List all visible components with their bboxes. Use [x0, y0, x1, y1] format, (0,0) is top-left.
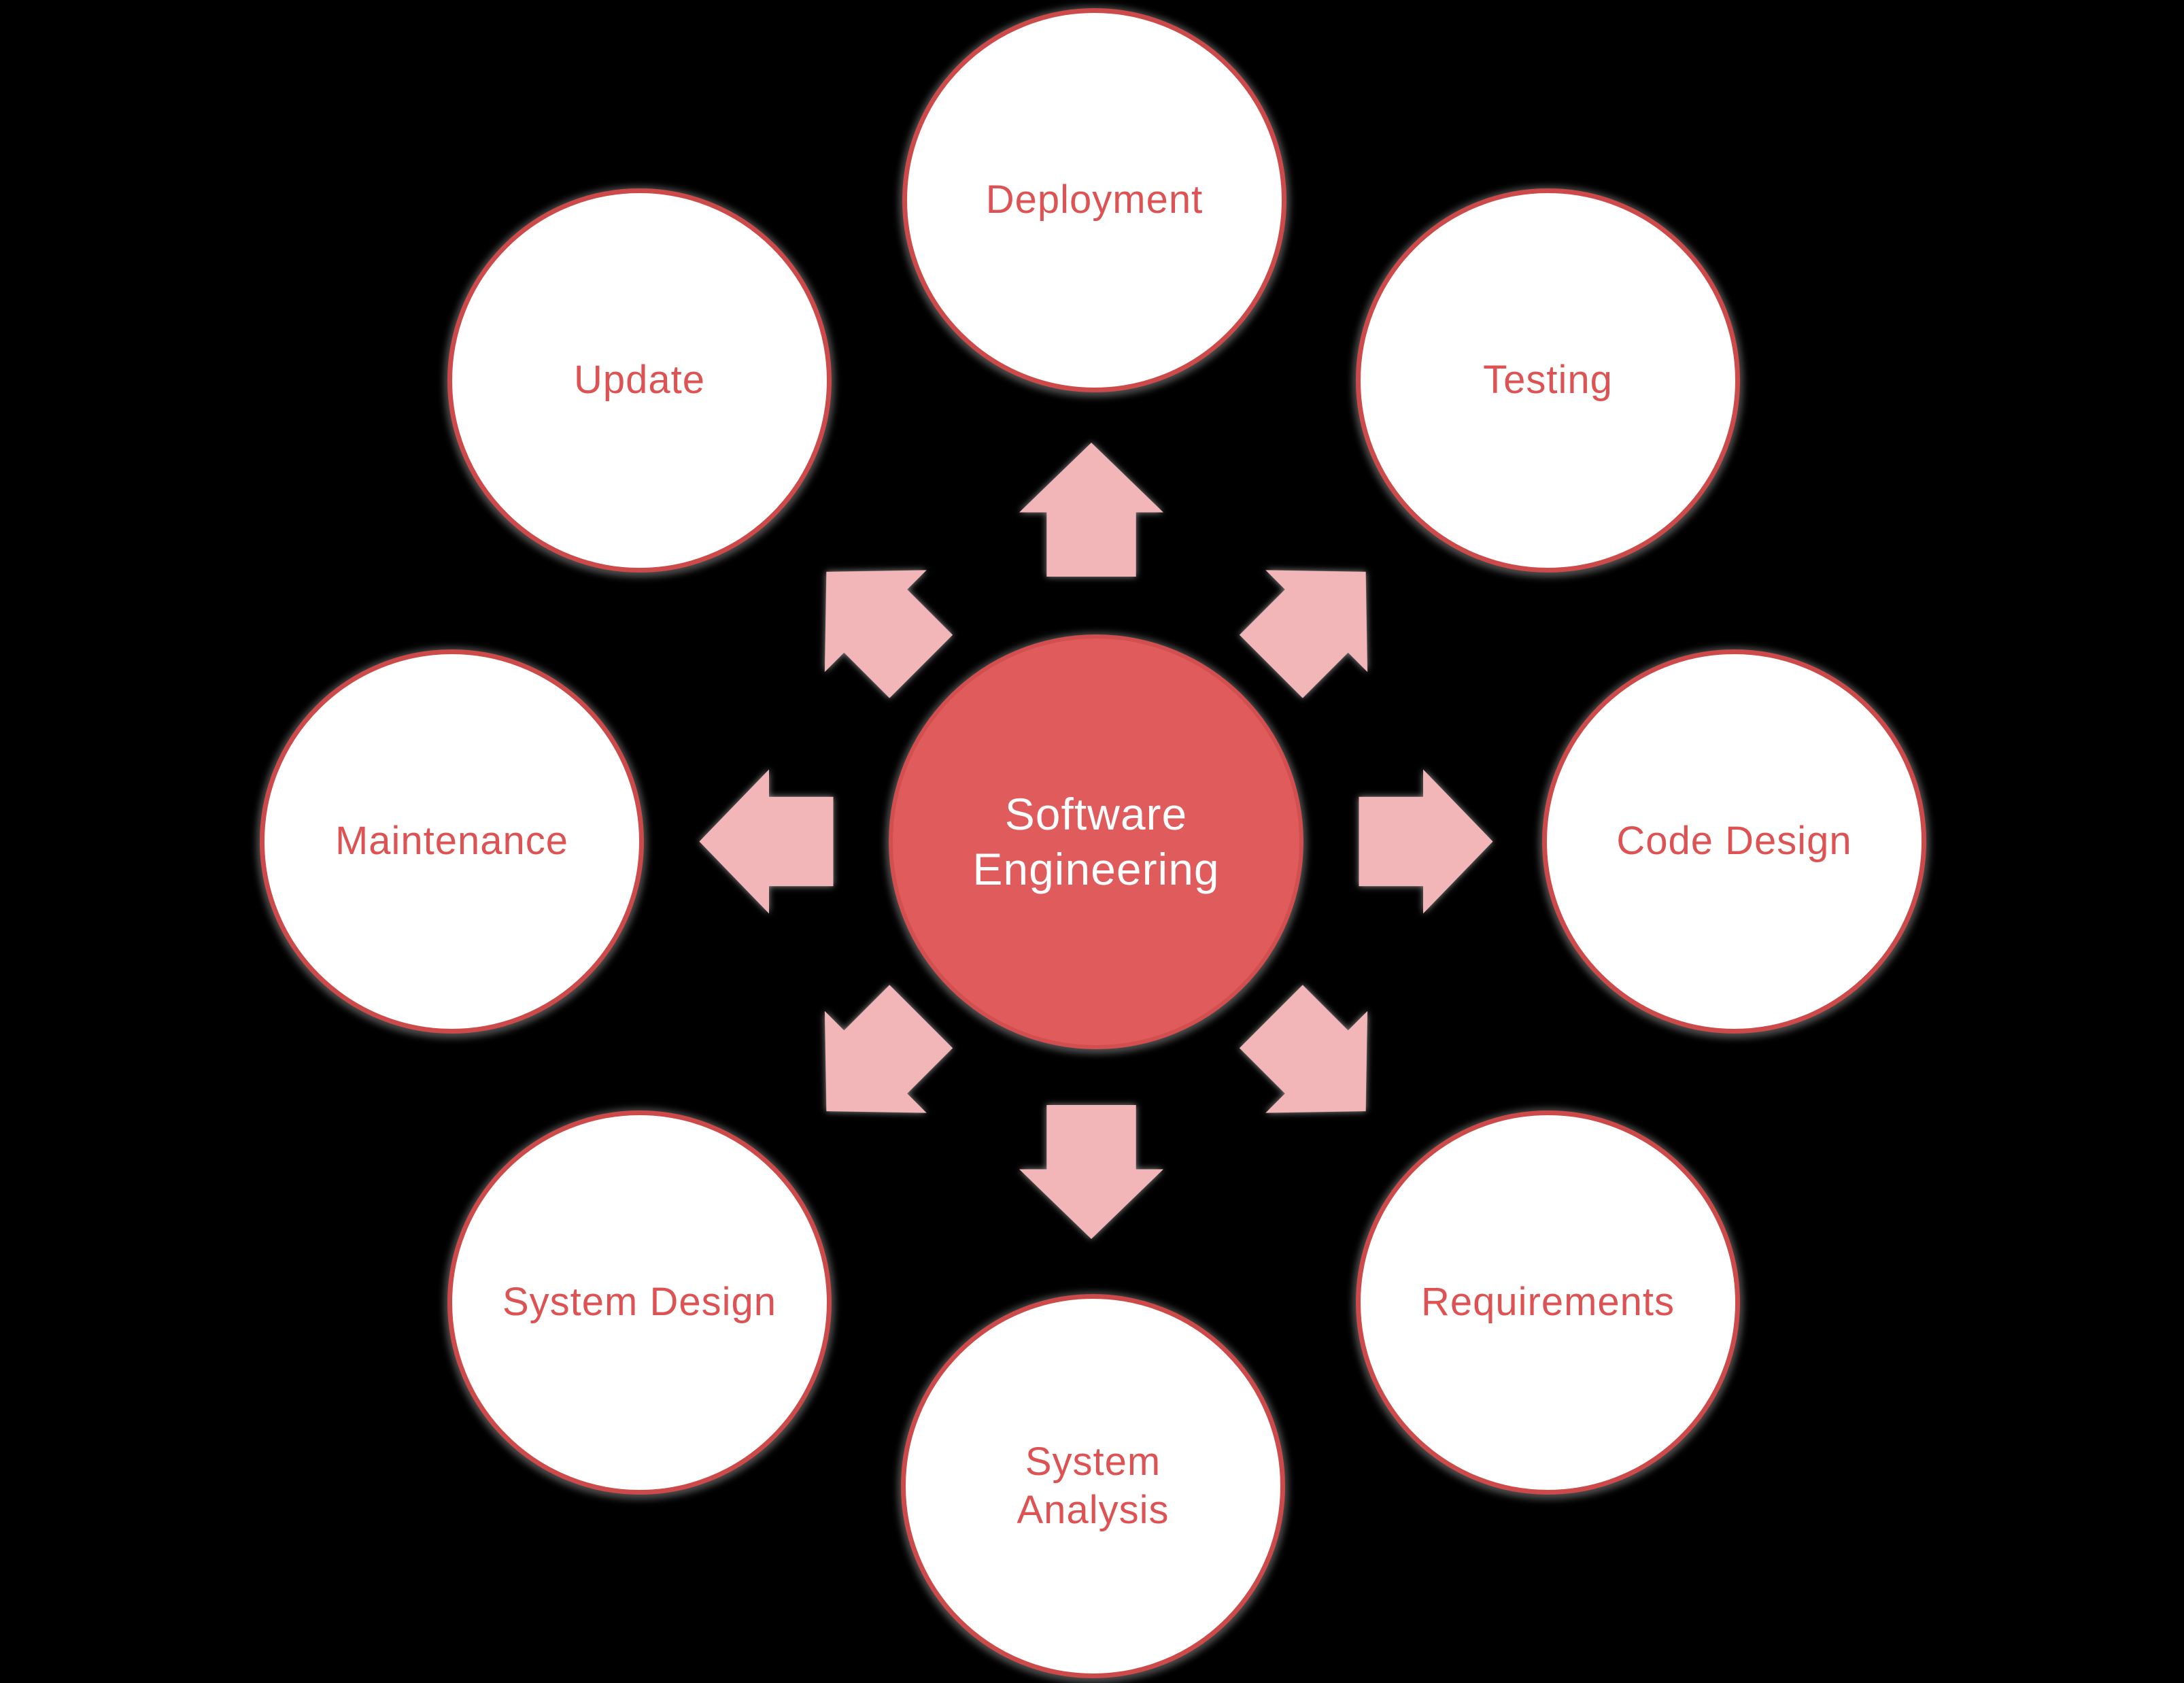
- node-software-engineering-label: Software Engineering: [972, 789, 1220, 894]
- arrow-down-shape: [1019, 1105, 1163, 1239]
- node-testing: Testing: [1356, 188, 1740, 573]
- arrow-right-shape: [1359, 770, 1493, 914]
- arrow-down-left-icon: [775, 966, 972, 1162]
- node-requirements-label: Requirements: [1420, 1280, 1675, 1325]
- arrow-down-left-shape: [775, 966, 972, 1162]
- arrow-up-icon: [1019, 443, 1163, 577]
- arrow-up-shape: [1019, 443, 1163, 577]
- node-testing-label: Testing: [1483, 358, 1613, 403]
- arrow-down-icon: [1019, 1105, 1163, 1239]
- node-update-label: Update: [573, 358, 706, 403]
- arrow-down-right-shape: [1220, 966, 1416, 1162]
- node-system-analysis-label: System Analysis: [1017, 1439, 1170, 1532]
- node-system-analysis: System Analysis: [901, 1294, 1285, 1678]
- arrow-left-shape: [700, 770, 834, 914]
- arrow-left-icon: [700, 770, 834, 914]
- arrow-right-icon: [1359, 770, 1493, 914]
- node-system-design: System Design: [447, 1110, 832, 1495]
- arrow-up-right-shape: [1220, 521, 1416, 717]
- node-deployment: Deployment: [902, 8, 1286, 392]
- node-maintenance-label: Maintenance: [335, 819, 569, 864]
- node-code-design-label: Code Design: [1616, 819, 1852, 864]
- arrow-up-left-shape: [775, 521, 972, 717]
- node-deployment-label: Deployment: [985, 177, 1204, 222]
- node-software-engineering: Software Engineering: [889, 634, 1303, 1049]
- arrow-up-left-icon: [775, 521, 972, 717]
- arrow-up-right-icon: [1220, 521, 1416, 717]
- node-code-design: Code Design: [1542, 649, 1926, 1034]
- node-system-design-label: System Design: [502, 1280, 777, 1325]
- node-requirements: Requirements: [1356, 1110, 1740, 1495]
- node-maintenance: Maintenance: [260, 649, 644, 1034]
- node-update: Update: [447, 188, 832, 573]
- arrow-down-right-icon: [1220, 966, 1416, 1162]
